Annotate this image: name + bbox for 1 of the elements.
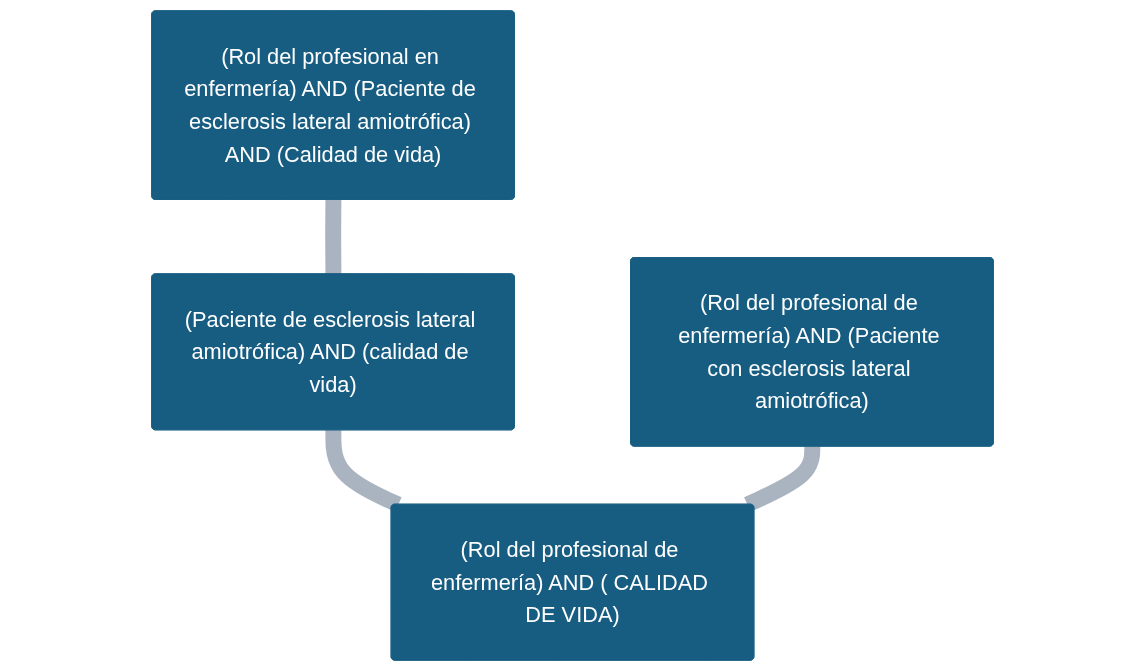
flowchart: (Rol del profesional en enfermería) AND (Paciente de esclerosis lateral amiotrófica) AND (Calidad de vida) (Rol del profesional de enfermería) AND (Paciente con esclerosis lateral amiotrófica) (Paciente de esclerosis lateral amiotrófica) AND (calidad de vida) (Rol del profesional de enfermería) AND ( CALIDAD DE VIDA) xyxy=(5,5,1140,666)
